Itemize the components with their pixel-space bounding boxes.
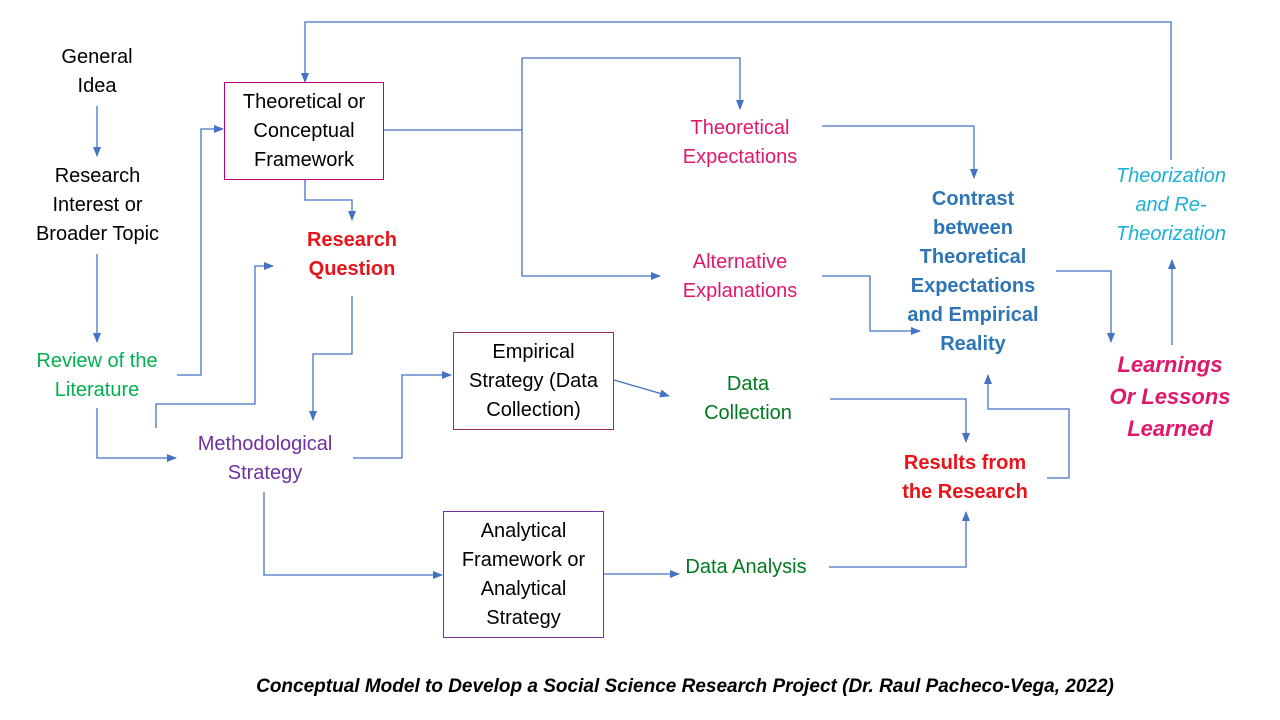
theoretical-expectations-label: Theoretical Expectations [682,117,798,168]
arrow-datacollection-to-results [830,398,970,443]
results-label: Results from the Research [902,452,1028,503]
arrow-alternatives-to-contrast [822,275,921,335]
arrow-method-to-empirical [353,371,452,459]
data-analysis-label: Data Analysis [685,556,807,578]
arrow-review-to-question [155,262,274,428]
methodological-strategy-label: Methodological Strategy [197,433,333,484]
arrow-contrast-to-learnings [1056,270,1115,343]
research-interest-label: Research Interest or Broader Topic [35,165,160,245]
arrow-review-to-framework [177,125,224,376]
arrow-method-to-analytical [263,492,443,579]
arrow-framework-to-expectations [521,57,744,130]
diagram-caption: Conceptual Model to Develop a Social Sci… [256,676,1114,697]
arrow-question-to-method [309,296,353,421]
contrast-label: Contrast between Theoretical Expectation… [907,188,1039,355]
analytical-framework-box: Analytical Framework or Analytical Strat… [443,511,604,638]
arrow-review-to-method [96,408,177,462]
empirical-strategy-box: Empirical Strategy (Data Collection) [453,332,614,430]
data-collection-label: Data Collection [704,373,792,424]
review-literature-label: Review of the Literature [36,350,158,401]
arrow-expectations-to-contrast [822,125,978,179]
learnings-label: Learnings Or Lessons Learned [1109,352,1231,441]
general-idea-label: General Idea [61,46,133,97]
arrow-framework-to-question [304,180,356,221]
arrow-theorization-to-framework [301,21,1172,160]
research-question-label: Research Question [306,229,398,280]
arrow-dataanalysis-to-results [829,511,970,568]
theorization-label: Theorization and Re- Theorization [1115,165,1227,245]
arrow-framework-to-alternatives [521,130,661,280]
theoretical-framework-box: Theoretical or Conceptual Framework [224,82,384,180]
arrow-results-to-contrast [984,374,1070,479]
arrow-empirical-to-datacollection [613,379,670,398]
alternative-explanations-label: Alternative Explanations [682,251,798,302]
